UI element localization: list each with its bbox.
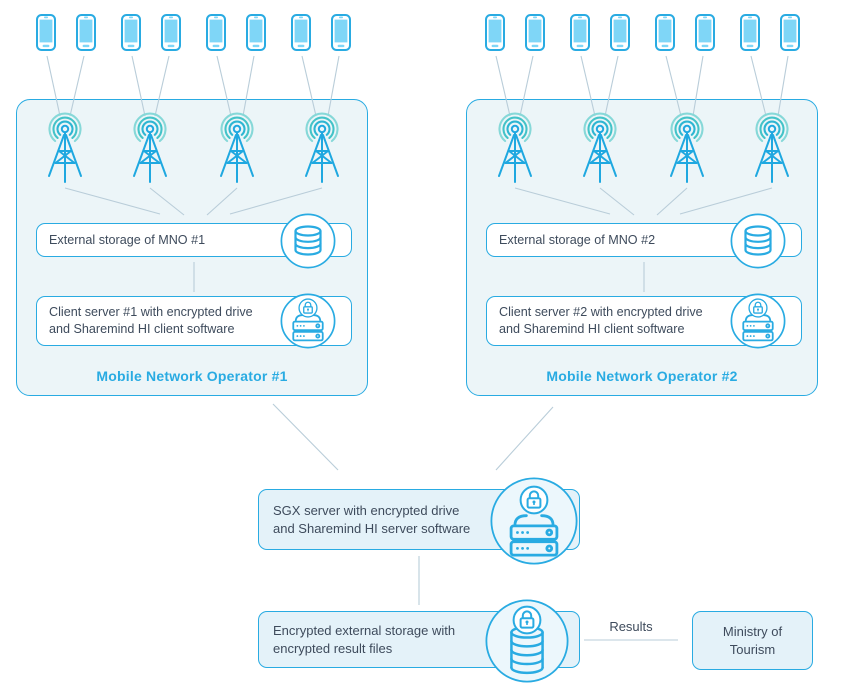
external-storage-label-2: External storage of MNO #2 xyxy=(499,232,656,247)
phone-icon xyxy=(206,14,226,51)
sgx-server-lock-icon xyxy=(490,477,578,565)
phone-icon xyxy=(76,14,96,51)
cell-tower-icon xyxy=(296,112,348,186)
phone-icon xyxy=(655,14,675,51)
cell-tower-icon xyxy=(661,112,713,186)
phone-icon xyxy=(485,14,505,51)
cell-tower-icon xyxy=(574,112,626,186)
phone-icon xyxy=(291,14,311,51)
cell-tower-icon xyxy=(211,112,263,186)
phone-icon xyxy=(121,14,141,51)
phone-icon xyxy=(780,14,800,51)
database-icon xyxy=(730,213,786,269)
mno-sgx-links xyxy=(272,403,554,471)
mno-2-title: Mobile Network Operator #2 xyxy=(546,368,738,384)
ministry-of-tourism-box: Ministry of Tourism xyxy=(692,611,813,670)
sgx-server-label: SGX server with encrypted drive and Shar… xyxy=(273,502,471,536)
phone-icon xyxy=(246,14,266,51)
phone-icon xyxy=(610,14,630,51)
client-server-label-1: Client server #1 with encrypted drive an… xyxy=(49,305,253,336)
mno-1-title: Mobile Network Operator #1 xyxy=(96,368,288,384)
phone-icon xyxy=(161,14,181,51)
server-lock-icon xyxy=(280,293,336,349)
phone-icon xyxy=(331,14,351,51)
phone-icon xyxy=(36,14,56,51)
cell-tower-icon xyxy=(124,112,176,186)
phone-icon xyxy=(525,14,545,51)
results-label: Results xyxy=(609,619,653,634)
client-server-label-2: Client server #2 with encrypted drive an… xyxy=(499,305,703,336)
cell-tower-icon xyxy=(746,112,798,186)
encrypted-database-lock-icon xyxy=(485,599,569,683)
encrypted-storage-label: Encrypted external storage with encrypte… xyxy=(273,622,456,656)
database-icon xyxy=(280,213,336,269)
server-lock-icon xyxy=(730,293,786,349)
ministry-of-tourism-label: Ministry of Tourism xyxy=(722,623,783,657)
external-storage-label-1: External storage of MNO #1 xyxy=(49,232,206,247)
cell-tower-icon xyxy=(489,112,541,186)
cell-tower-icon xyxy=(39,112,91,186)
phone-icon xyxy=(740,14,760,51)
phone-icon xyxy=(570,14,590,51)
phone-icon xyxy=(695,14,715,51)
